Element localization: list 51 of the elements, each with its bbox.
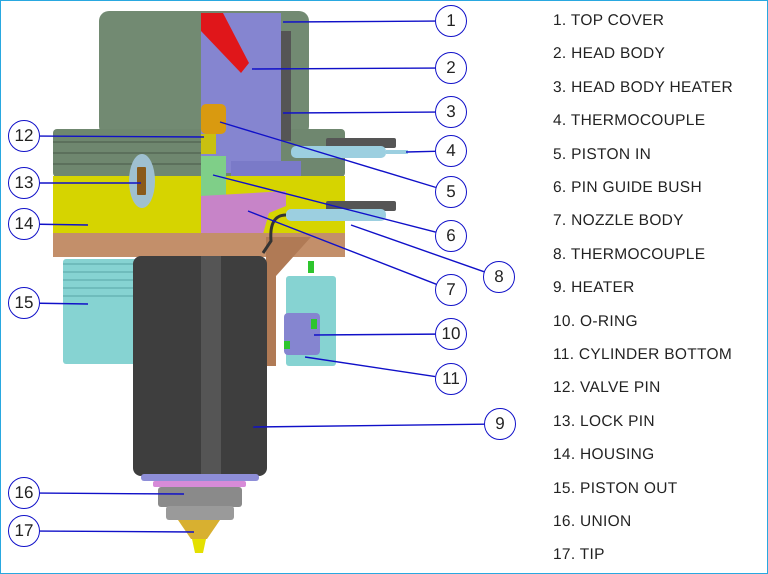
callout-number: 8 — [483, 261, 515, 293]
callout-number: 2 — [435, 52, 467, 84]
leader-line — [40, 492, 184, 495]
part-name-label: 4. THERMOCOUPLE — [553, 112, 706, 130]
part-name-label: 15. PISTON OUT — [553, 480, 678, 498]
callout-number: 7 — [435, 274, 467, 306]
callout-number: 12 — [8, 120, 40, 152]
part-name-label: 8. THERMOCOUPLE — [553, 246, 706, 264]
leader-line — [283, 111, 435, 114]
leader-line — [40, 302, 88, 305]
callout-number: 16 — [8, 477, 40, 509]
leader-line — [40, 530, 194, 533]
part-name-label: 13. LOCK PIN — [553, 412, 655, 431]
callout-number: 13 — [8, 167, 40, 199]
leader-line — [40, 224, 88, 226]
part-name-label: 11. CYLINDER BOTTOM — [553, 346, 732, 364]
leader-line — [40, 182, 141, 184]
part-name-label: 12. VALVE PIN — [553, 379, 661, 398]
part-name-label: 10. O-RING — [553, 312, 638, 331]
callout-number: 6 — [435, 220, 467, 252]
callout-number: 4 — [435, 135, 467, 167]
part-name-label: 2. HEAD BODY — [553, 45, 666, 64]
callout-number: 11 — [435, 363, 467, 395]
part-name-label: 1. TOP COVER — [553, 12, 664, 30]
callout-number: 9 — [484, 408, 516, 440]
part-name-label: 3. HEAD BODY HEATER — [553, 78, 733, 97]
leader-line — [283, 20, 435, 23]
part-name-label: 7. NOZZLE BODY — [553, 212, 684, 230]
leader-line — [406, 150, 436, 153]
part-name-label: 6. PIN GUIDE BUSH — [553, 179, 702, 197]
leader-line — [304, 356, 436, 378]
leader-line — [212, 174, 436, 233]
callout-number: 15 — [8, 287, 40, 319]
callout-number: 1 — [435, 5, 467, 37]
callout-number: 14 — [8, 208, 40, 240]
part-name-label: 16. UNION — [553, 513, 632, 531]
part-name-label: 9. HEATER — [553, 279, 635, 298]
callout-number: 17 — [8, 515, 40, 547]
callout-number: 10 — [435, 318, 467, 350]
leader-line — [350, 224, 484, 272]
leader-line — [40, 135, 204, 138]
leader-line — [253, 424, 484, 428]
callout-number: 5 — [435, 176, 467, 208]
leader-line — [248, 210, 436, 285]
leader-line — [314, 333, 435, 336]
part-name-label: 14. HOUSING — [553, 446, 654, 464]
part-name-label: 17. TIP — [553, 546, 605, 564]
leader-line — [252, 67, 435, 70]
part-name-label: 5. PISTON IN — [553, 146, 652, 164]
leader-line — [220, 121, 436, 188]
callout-number: 3 — [435, 96, 467, 128]
